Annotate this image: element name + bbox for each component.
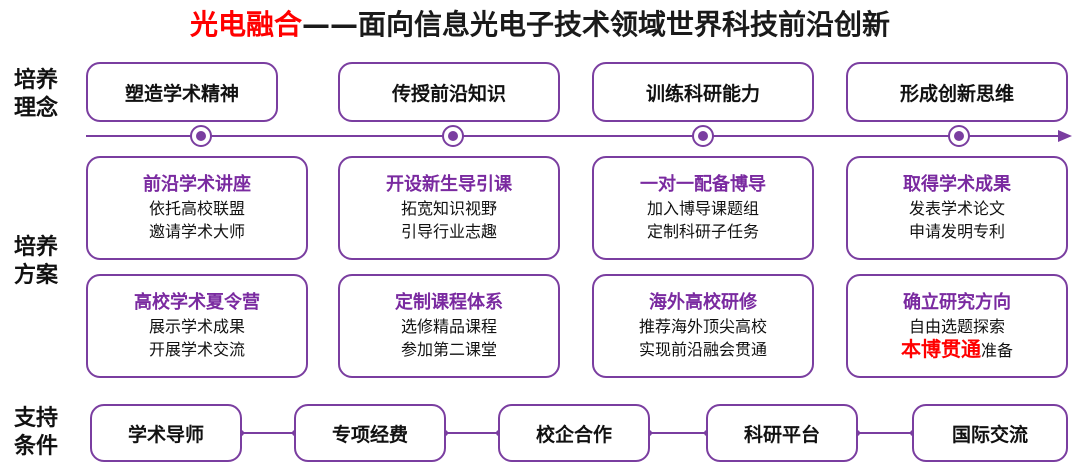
plan-box-6: 定制课程体系 选修精品课程 参加第二课堂 xyxy=(338,274,560,378)
highlight-text: 本博贯通 xyxy=(900,336,981,361)
support-connector-2 xyxy=(444,432,500,434)
diagram-title: 光电融合——面向信息光电子技术领域世界科技前沿创新 xyxy=(0,8,1080,42)
timeline-node-3 xyxy=(692,125,714,147)
timeline-node-2 xyxy=(442,125,464,147)
concept-box-2: 传授前沿知识 xyxy=(338,62,560,122)
plan-box-4: 取得学术成果 发表学术论文 申请发明专利 xyxy=(846,156,1068,260)
plan-box-5: 高校学术夏令营 展示学术成果 开展学术交流 xyxy=(86,274,308,378)
timeline-node-1 xyxy=(190,125,212,147)
support-box-4: 科研平台 xyxy=(706,404,858,462)
timeline-node-4 xyxy=(948,125,970,147)
plan-box-8-emphasis-line: 本博贯通准备 xyxy=(900,336,1013,361)
concept-box-4: 形成创新思维 xyxy=(846,62,1068,122)
support-box-1: 学术导师 xyxy=(90,404,242,462)
plan-box-8: 确立研究方向 自由选题探索 本博贯通准备 xyxy=(846,274,1068,378)
row-label-concept: 培养 理念 xyxy=(13,68,58,121)
concept-box-1: 塑造学术精神 xyxy=(86,62,278,122)
title-rest: ——面向信息光电子技术领域世界科技前沿创新 xyxy=(302,8,891,41)
support-box-3: 校企合作 xyxy=(498,404,650,462)
support-connector-4 xyxy=(856,432,914,434)
plan-box-3: 一对一配备博导 加入博导课题组 定制科研子任务 xyxy=(592,156,814,260)
support-box-5: 国际交流 xyxy=(912,404,1068,462)
plan-box-1: 前沿学术讲座 依托高校联盟 邀请学术大师 xyxy=(86,156,308,260)
timeline-arrow-icon xyxy=(1058,130,1072,142)
support-connector-3 xyxy=(648,432,708,434)
plan-box-2: 开设新生导引课 拓宽知识视野 引导行业志趣 xyxy=(338,156,560,260)
timeline-axis xyxy=(86,135,1060,137)
concept-box-3: 训练科研能力 xyxy=(592,62,814,122)
support-connector-1 xyxy=(240,432,296,434)
row-label-support: 支持 条件 xyxy=(13,406,58,459)
support-box-2: 专项经费 xyxy=(294,404,446,462)
plan-box-7: 海外高校研修 推荐海外顶尖高校 实现前沿融会贯通 xyxy=(592,274,814,378)
title-highlight: 光电融合 xyxy=(189,8,302,41)
row-label-plan: 培养 方案 xyxy=(13,235,58,288)
